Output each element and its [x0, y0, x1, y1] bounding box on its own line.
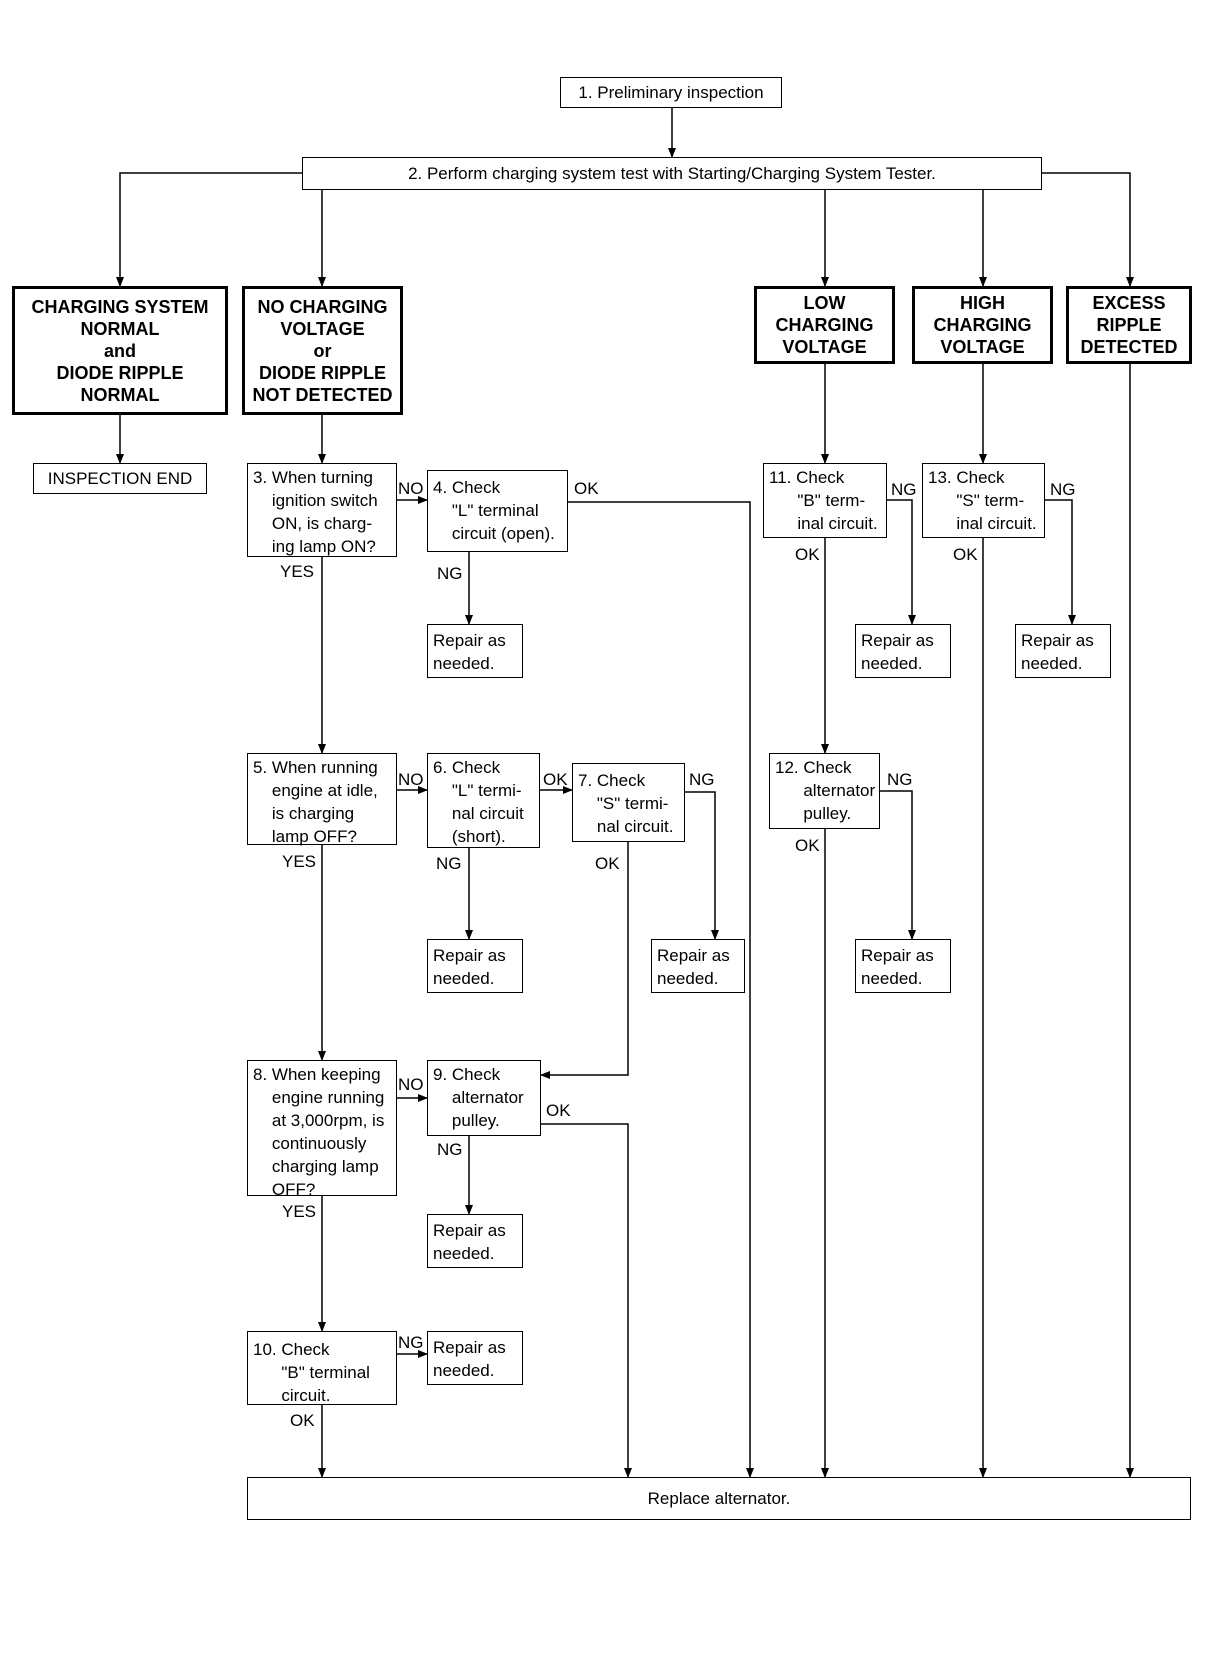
label-6-ng: NG	[436, 854, 462, 873]
label-7-ok: OK	[595, 854, 620, 873]
label-6-ok: OK	[543, 770, 568, 789]
arrow-7-to-repair	[685, 791, 719, 940]
inspection-end: INSPECTION END	[33, 463, 207, 494]
step-5-idle-lamp-check: 5. When running engine at idle, is charg…	[247, 753, 397, 846]
arrow-13-to-repair	[1045, 499, 1076, 625]
label-9-ok: OK	[546, 1101, 571, 1120]
repair-box-11: Repair as needed.	[855, 624, 951, 678]
arrow-7-ok-to-9	[540, 842, 629, 1079]
step-7-check-s-terminal: 7. Check "S" termi- nal circuit.	[572, 763, 685, 842]
label-12-ng: NG	[887, 770, 913, 789]
repair-box-4: Repair as needed.	[427, 624, 523, 678]
arrow-2-to-excess	[1042, 172, 1134, 287]
step-8-3000rpm-lamp-check: 8. When keeping engine running at 3,000r…	[247, 1060, 397, 1199]
label-4-ng: NG	[437, 564, 463, 583]
step-2-charging-system-test: 2. Perform charging system test with Sta…	[302, 157, 1042, 190]
label-5-no: NO	[398, 770, 424, 789]
arrow-4-ok-to-replace	[568, 501, 754, 1478]
label-7-ng: NG	[689, 770, 715, 789]
repair-box-9: Repair as needed.	[427, 1214, 523, 1268]
arrow-9-ok-to-replace	[541, 1123, 632, 1478]
result-no-charging-voltage: NO CHARGING VOLTAGE or DIODE RIPPLE NOT …	[242, 286, 403, 415]
label-8-yes: YES	[282, 1202, 317, 1221]
label-12-ok: OK	[795, 836, 820, 855]
arrow-11-to-repair	[887, 499, 916, 625]
label-3-yes: YES	[280, 562, 315, 581]
label-4-ok: OK	[574, 479, 599, 498]
label-10-ng: NG	[398, 1333, 424, 1352]
label-11-ok: OK	[795, 545, 820, 564]
arrow-12-to-repair	[880, 790, 916, 940]
label-13-ng: NG	[1050, 480, 1076, 499]
repair-box-13: Repair as needed.	[1015, 624, 1111, 678]
replace-alternator: Replace alternator.	[247, 1477, 1191, 1520]
label-11-ng: NG	[891, 480, 917, 499]
step-9-check-alternator-pulley: 9. Check alternator pulley.	[427, 1060, 541, 1136]
label-9-ng: NG	[437, 1140, 463, 1159]
step-4-check-l-terminal-open: 4. Check "L" terminal circuit (open).	[427, 470, 568, 552]
arrow-2-to-normal	[116, 172, 302, 287]
repair-box-10: Repair as needed.	[427, 1331, 523, 1385]
result-excess-ripple-detected: EXCESS RIPPLE DETECTED	[1066, 286, 1192, 364]
result-low-charging-voltage: LOW CHARGING VOLTAGE	[754, 286, 895, 364]
step-11-check-b-terminal: 11. Check "B" term- inal circuit.	[763, 463, 887, 538]
repair-box-12: Repair as needed.	[855, 939, 951, 993]
step-13-check-s-terminal: 13. Check "S" term- inal circuit.	[922, 463, 1045, 538]
step-3-ignition-lamp-check: 3. When turning ignition switch ON, is c…	[247, 463, 397, 557]
label-3-no: NO	[398, 479, 424, 498]
result-high-charging-voltage: HIGH CHARGING VOLTAGE	[912, 286, 1053, 364]
label-10-ok: OK	[290, 1411, 315, 1430]
step-10-check-b-terminal: 10. Check "B" terminal circuit.	[247, 1331, 397, 1405]
step-1-preliminary-inspection: 1. Preliminary inspection	[560, 77, 782, 108]
repair-box-6: Repair as needed.	[427, 939, 523, 993]
repair-box-7: Repair as needed.	[651, 939, 745, 993]
label-8-no: NO	[398, 1075, 424, 1094]
label-13-ok: OK	[953, 545, 978, 564]
label-5-yes: YES	[282, 852, 317, 871]
result-charging-system-normal: CHARGING SYSTEM NORMAL and DIODE RIPPLE …	[12, 286, 228, 415]
step-12-check-alternator-pulley: 12. Check alternator pulley.	[769, 753, 880, 829]
step-6-check-l-terminal-short: 6. Check "L" termi- nal circuit (short).	[427, 753, 540, 848]
